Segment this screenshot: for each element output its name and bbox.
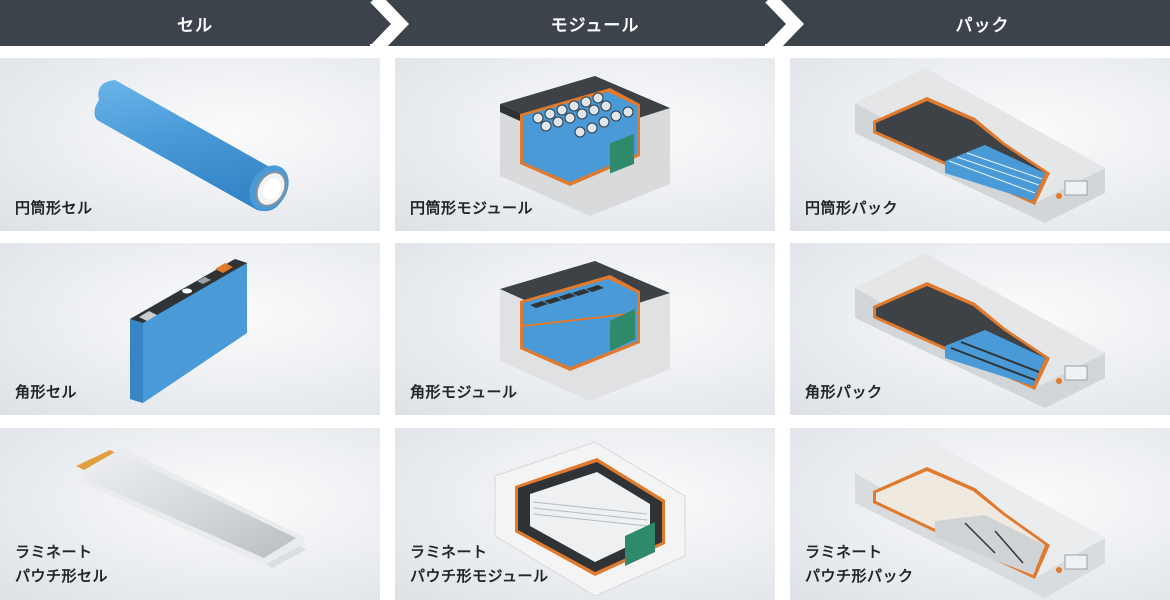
prismatic-pack-illustration <box>855 253 1105 408</box>
card-cylindrical-pack[interactable]: 円筒形パック <box>790 58 1170 231</box>
tab-pack-label: パック <box>955 15 1010 36</box>
card-prismatic-module[interactable]: 角形モジュール <box>395 243 775 415</box>
card-label: 円筒形モジュール <box>410 199 533 217</box>
prismatic-module-illustration <box>500 261 670 401</box>
chevron-right-icon <box>370 0 410 60</box>
card-label: 円筒形パック <box>805 199 899 217</box>
tab-module[interactable]: モジュール <box>400 0 790 46</box>
card-label: 角形モジュール <box>410 383 518 401</box>
card-prismatic-pack[interactable]: 角形パック <box>790 243 1170 415</box>
chevron-right-icon <box>765 0 805 60</box>
cylindrical-cell-illustration <box>94 80 289 212</box>
tab-cell[interactable]: セル <box>0 0 390 46</box>
cylindrical-module-illustration <box>500 76 670 216</box>
card-pouch-cell[interactable]: ラミネート パウチ形セル <box>0 428 380 600</box>
cylindrical-pack-illustration <box>855 68 1105 223</box>
card-label: ラミネート パウチ形モジュール <box>410 543 549 585</box>
tab-cell-label: セル <box>177 15 213 36</box>
card-label: ラミネート パウチ形パック <box>805 543 914 585</box>
card-label: 円筒形セル <box>15 199 93 217</box>
card-pouch-module[interactable]: ラミネート パウチ形モジュール <box>395 428 775 600</box>
category-header: セル モジュール パック <box>0 0 1170 46</box>
card-cylindrical-module[interactable]: 円筒形モジュール <box>395 58 775 231</box>
tab-pack[interactable]: パック <box>795 0 1170 46</box>
pouch-cell-illustration <box>76 448 306 568</box>
pouch-module-illustration <box>494 441 686 596</box>
card-label: 角形セル <box>15 383 78 401</box>
card-label: ラミネート パウチ形セル <box>15 543 109 585</box>
card-cylindrical-cell[interactable]: 円筒形セル <box>0 58 380 231</box>
card-label: 角形パック <box>805 383 883 401</box>
pouch-pack-illustration <box>855 438 1105 598</box>
prismatic-cell-illustration <box>130 259 247 403</box>
card-pouch-pack[interactable]: ラミネート パウチ形パック <box>790 428 1170 600</box>
tab-module-label: モジュール <box>550 15 640 36</box>
card-prismatic-cell[interactable]: 角形セル <box>0 243 380 415</box>
